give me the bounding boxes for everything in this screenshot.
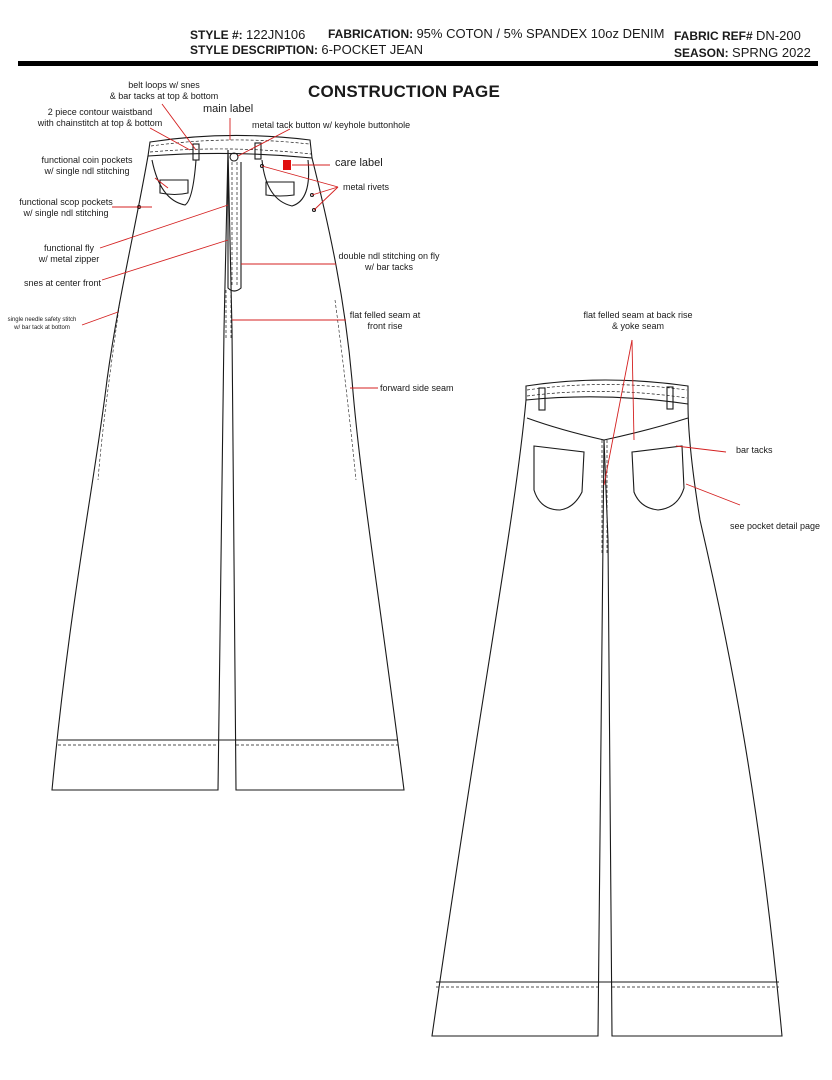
callout-belt-loops-line1: belt loops w/ snes	[128, 80, 200, 90]
leader-rivets-b	[311, 186, 339, 196]
callout-safety-stitch-line1: single needle safety stitch	[7, 317, 77, 323]
leader-bar-tacks	[675, 445, 727, 453]
callout-waistband: 2 piece contour waistband with chainstit…	[30, 107, 170, 129]
leader-rivets-a	[261, 165, 339, 188]
callout-safety-stitch: single needle safety stitch w/ bar tack …	[2, 316, 82, 332]
front-belt-loop	[192, 143, 200, 161]
style-description: STYLE DESCRIPTION: 6-POCKET JEAN	[190, 42, 423, 57]
callout-belt-loops: belt loops w/ snes & bar tacks at top & …	[105, 80, 223, 102]
leader-back-rise-a	[603, 339, 633, 486]
callout-fly-line1: functional fly	[43, 243, 95, 253]
callout-scoop-pockets: functional scop pockets w/ single ndl st…	[12, 197, 120, 219]
front-fly	[227, 160, 242, 292]
right-coin-pocket	[265, 181, 295, 197]
front-belt-loop	[254, 142, 262, 160]
callout-belt-loops-line2: & bar tacks at top & bottom	[109, 91, 219, 101]
left-coin-pocket	[159, 179, 189, 196]
callout-coin-pockets: functional coin pockets w/ single ndl st…	[28, 155, 146, 177]
leader-belt-loops	[161, 103, 197, 151]
fabric-ref-label: FABRIC REF#	[674, 29, 753, 43]
callout-main-label: main label	[203, 103, 254, 115]
leader-safety-stitch	[81, 311, 119, 326]
callout-front-rise-line2: front rise	[367, 321, 403, 331]
style-number-label: STYLE #:	[190, 28, 243, 42]
style-number: STYLE #: 122JN106	[190, 27, 305, 42]
callout-scoop-pockets-line2: w/ single ndl stitching	[23, 208, 109, 218]
callout-pocket-detail: see pocket detail page	[730, 521, 821, 531]
callout-metal-rivets: metal rivets	[343, 182, 390, 192]
style-description-label: STYLE DESCRIPTION:	[190, 43, 319, 57]
front-side-seam	[97, 299, 357, 481]
season: SEASON: SPRNG 2022	[674, 45, 811, 60]
callout-front-rise-line1: flat felled seam at	[349, 310, 421, 320]
leader-rivets-c	[313, 186, 339, 211]
callout-fly: functional fly w/ metal zipper	[30, 243, 108, 265]
fabrication-value: 95% COTON / 5% SPANDEX 10oz DENIM	[416, 26, 665, 41]
back-rise-stitch	[601, 440, 608, 555]
rivet	[311, 207, 317, 213]
leader-fly	[99, 204, 229, 249]
callout-waistband-line1: 2 piece contour waistband	[47, 107, 153, 117]
style-description-value: 6-POCKET JEAN	[321, 42, 423, 57]
callout-lines	[81, 103, 741, 506]
fabric-ref: FABRIC REF# DN-200	[674, 28, 801, 43]
fabric-ref-value: DN-200	[756, 28, 801, 43]
callout-fly-line2: w/ metal zipper	[38, 254, 100, 264]
callout-tack-button: metal tack button w/ keyhole buttonhole	[252, 120, 411, 130]
callout-double-ndl-line1: double ndl stitching on fly	[338, 251, 440, 261]
care-label	[283, 160, 291, 170]
front-view-jean	[51, 134, 405, 791]
callout-waistband-line2: with chainstitch at top & bottom	[37, 118, 163, 128]
fabrication-label: FABRICATION:	[328, 27, 414, 41]
waistband-chainstitch	[149, 139, 312, 155]
leader-waistband	[149, 127, 191, 151]
fabrication: FABRICATION: 95% COTON / 5% SPANDEX 10oz…	[328, 26, 665, 41]
leader-center-front	[101, 239, 229, 281]
leader-tack-button	[237, 128, 291, 157]
page-title: CONSTRUCTION PAGE	[308, 82, 500, 101]
back-left-leg	[431, 399, 605, 1037]
left-scoop-pocket	[151, 159, 197, 206]
callout-double-ndl: double ndl stitching on fly w/ bar tacks	[330, 251, 448, 273]
back-belt-loop	[666, 386, 674, 410]
callout-center-front: snes at center front	[24, 278, 102, 288]
callout-back-rise-line2: & yoke seam	[611, 321, 665, 331]
callout-scoop-pockets-line1: functional scop pockets	[19, 197, 113, 207]
right-scoop-pocket	[261, 159, 310, 207]
back-belt-loop	[538, 387, 546, 411]
callout-side-seam: forward side seam	[380, 383, 454, 393]
season-value: SPRNG 2022	[732, 45, 811, 60]
callout-care-label: care label	[335, 157, 383, 169]
callout-double-ndl-line2: w/ bar tacks	[364, 262, 413, 272]
back-waistband	[525, 379, 689, 405]
leader-coin-pockets	[154, 177, 169, 189]
callout-coin-pockets-line2: w/ single ndl stitching	[44, 166, 130, 176]
tack-button	[229, 152, 239, 162]
callout-back-rise: flat felled seam at back rise & yoke sea…	[576, 310, 700, 332]
season-label: SEASON:	[674, 46, 729, 60]
right-back-pocket	[631, 445, 685, 511]
back-yoke	[526, 417, 689, 441]
callout-front-rise: flat felled seam at front rise	[344, 310, 426, 332]
header-rule	[18, 61, 818, 66]
fly-stitch	[225, 162, 238, 340]
leader-back-rise-b	[631, 339, 635, 441]
leader-pocket-detail	[685, 483, 741, 506]
callout-back-rise-line1: flat felled seam at back rise	[583, 310, 693, 320]
callout-coin-pockets-line1: functional coin pockets	[41, 155, 133, 165]
callout-bar-tacks: bar tacks	[736, 445, 773, 455]
front-left-leg	[51, 149, 229, 791]
back-waistband-stitch	[526, 384, 688, 399]
back-view-jean	[431, 379, 783, 1037]
front-right-leg	[227, 149, 405, 791]
style-number-value: 122JN106	[246, 27, 306, 42]
callout-safety-stitch-line2: w/ bar tack at bottom	[14, 325, 70, 331]
left-back-pocket	[533, 445, 585, 511]
back-right-leg	[603, 403, 783, 1037]
